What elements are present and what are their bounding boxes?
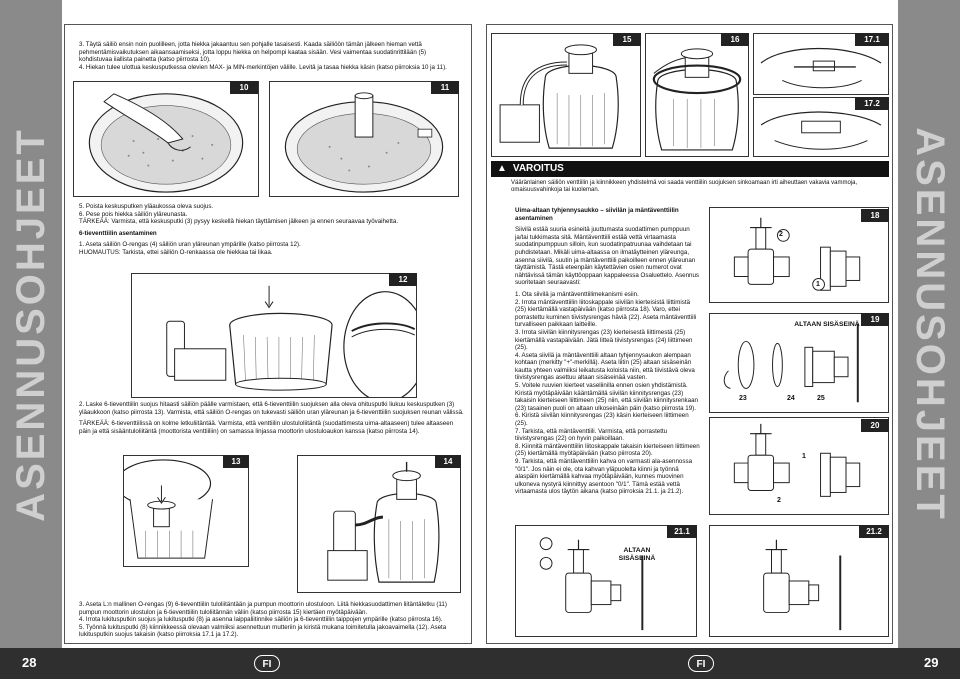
figure-21-1-label: 21.1 bbox=[667, 525, 697, 538]
warning-triangle-icon: ▲ bbox=[497, 163, 507, 174]
warning-text: Vääränlainen säiliön venttiilin ja kiinn… bbox=[511, 180, 858, 194]
side-title-left: ASENNUSOHJEET bbox=[8, 126, 53, 522]
figure-17-1-label: 17.1 bbox=[855, 33, 889, 46]
part-number-25: 25 bbox=[817, 395, 825, 402]
figure-18 bbox=[709, 207, 889, 303]
right-step-2: 2. Irrota mäntäventtiilin liitoskappale … bbox=[515, 298, 697, 329]
right-step-5: 5. Voitele ruuvien kierteet vaseliinilla… bbox=[515, 382, 698, 412]
right-step-3: 3. Irrota siivilän kiinnitysrengas (23) … bbox=[515, 328, 693, 352]
left-top-paragraph-4: 4. Hiekan tulee ulottua keskusputkessa o… bbox=[79, 63, 447, 71]
figure-21-1-drawing bbox=[539, 537, 644, 631]
right-step-1: 1. Ota siivilä ja mäntäventtiilimekanism… bbox=[515, 290, 639, 298]
figure-10-drawing bbox=[88, 93, 244, 193]
right-step-6: 6. Kiristä siivilän kiinnitysrengas (23)… bbox=[515, 412, 689, 428]
figure-16 bbox=[645, 33, 749, 157]
left-top-text: 3. Täytä säiliö ensin noin puolilleen, j… bbox=[79, 41, 459, 71]
figure-11-drawing bbox=[284, 92, 444, 193]
figure-18-drawing bbox=[733, 217, 861, 291]
right-step-7: 7. Tarkista, että mäntäventtiili. Varmis… bbox=[515, 427, 668, 443]
left-top-paragraph-3: 3. Täytä säiliö ensin noin puolilleen, j… bbox=[79, 41, 427, 64]
left-valve-step-1: 1. Aseta säiliön O-rengas (4) säiliön ur… bbox=[79, 241, 301, 249]
right-step-4: 4. Aseta siivilä ja mäntäventtiili altaa… bbox=[515, 351, 695, 382]
right-step-8: 8. Kiinnitä mäntäventtiilin liitoskappal… bbox=[515, 442, 700, 458]
left-bottom-text: 3. Aseta L:n mallinen O-rengas (9) 6-tie… bbox=[79, 601, 464, 639]
part-number-2-fig18: 2 bbox=[779, 231, 783, 238]
callout-altaan-sisaseina-19: ALTAAN SISÄSEINÄ bbox=[794, 321, 860, 328]
figure-14-label: 14 bbox=[435, 455, 461, 468]
page-number-right: 29 bbox=[924, 655, 939, 670]
figure-21-2-label: 21.2 bbox=[859, 525, 889, 538]
right-intro: Siivilä estää suuria esineitä juuttumast… bbox=[515, 226, 700, 287]
figure-20 bbox=[709, 417, 889, 515]
figure-14 bbox=[297, 455, 461, 593]
figure-10 bbox=[73, 81, 259, 197]
warning-banner: ▲ VAROITUS bbox=[491, 161, 889, 177]
figure-18-label: 18 bbox=[861, 209, 889, 222]
side-title-right: ASENNUSOHJEET bbox=[907, 126, 952, 522]
part-number-23: 23 bbox=[739, 395, 747, 402]
left-bottom-step-5: 5. Työnnä lukitusputki (8) kiinnikkeessä… bbox=[79, 623, 447, 639]
figure-19 bbox=[709, 313, 889, 413]
left-page: 3. Täytä säiliö ensin noin puolilleen, j… bbox=[64, 24, 472, 644]
right-text-column: Uima-altaan tyhjennysaukko – siivilän ja… bbox=[515, 207, 701, 496]
part-number-1-fig20: 1 bbox=[802, 453, 806, 460]
figure-11 bbox=[269, 81, 459, 197]
figure-16-drawing bbox=[652, 48, 742, 151]
left-section-heading: 6-tieventtiilin asentaminen bbox=[79, 229, 157, 237]
figure-21-2 bbox=[709, 525, 889, 637]
figure-21-1 bbox=[515, 525, 697, 637]
part-number-24: 24 bbox=[787, 395, 795, 402]
figure-15 bbox=[491, 33, 641, 157]
left-valve-step-2: 2. Laske 6-tieventtiilin suojus hitaasti… bbox=[79, 401, 464, 416]
left-important-2: TÄRKEÄÄ: 6-tieventtiilissä on kolme letk… bbox=[79, 420, 454, 435]
figure-20-label: 20 bbox=[861, 419, 889, 432]
figure-19-drawing bbox=[723, 323, 859, 403]
left-bottom-step-3: 3. Aseta L:n mallinen O-rengas (9) 6-tie… bbox=[79, 601, 447, 616]
figure-12-drawing bbox=[166, 285, 416, 397]
left-step-5: 5. Poista keskusputken yläaukossa oleva … bbox=[79, 203, 214, 210]
figure-17-2-label: 17.2 bbox=[855, 97, 889, 110]
figure-13 bbox=[123, 455, 249, 567]
figure-17-2-drawing bbox=[760, 111, 882, 150]
callout-altaan-sisaseina-21: ALTAAN SISÄSEINÄ bbox=[618, 547, 656, 562]
right-page: 15 16 17.1 bbox=[486, 24, 893, 644]
warning-title: VAROITUS bbox=[512, 163, 564, 174]
figure-10-label: 10 bbox=[230, 81, 258, 94]
left-step-6: 6. Pese pois hiekka säiliön yläreunasta. bbox=[79, 210, 188, 218]
figure-12-label: 12 bbox=[389, 273, 417, 286]
figure-15-drawing bbox=[499, 44, 619, 149]
left-valve-note: HUOMAUTUS: Tarkista, ettei säiliön O-ren… bbox=[79, 248, 273, 256]
figure-13-drawing bbox=[124, 459, 214, 559]
language-badge-right: FI bbox=[688, 655, 714, 672]
right-step-9: 9. Tarkista, että mäntäventtiilin kahva … bbox=[515, 458, 693, 496]
figure-15-label: 15 bbox=[613, 33, 641, 46]
figure-14-drawing bbox=[327, 461, 440, 583]
figure-11-label: 11 bbox=[431, 81, 459, 94]
side-band-right: ASENNUSOHJEET bbox=[898, 0, 960, 648]
figure-19-label: 19 bbox=[861, 313, 889, 326]
left-step2-text: 2. Laske 6-tieventtiilin suojus hitaasti… bbox=[79, 401, 464, 435]
figure-21-2-drawing bbox=[763, 539, 842, 631]
figure-20-drawing bbox=[733, 423, 861, 497]
part-number-1-fig18: 1 bbox=[816, 281, 820, 288]
left-bottom-step-4: 4. Irrota lukitusputkin suojus ja lukitu… bbox=[79, 616, 443, 624]
part-number-2-fig20: 2 bbox=[777, 497, 781, 504]
left-important-1: TÄRKEÄÄ: Varmista, että keskusputki (3) … bbox=[79, 218, 399, 226]
language-badge-left: FI bbox=[254, 655, 280, 672]
page-number-left: 28 bbox=[22, 655, 37, 670]
left-mid-text: 5. Poista keskusputken yläaukossa oleva … bbox=[79, 203, 464, 257]
figure-13-label: 13 bbox=[223, 455, 249, 468]
footer-bar bbox=[0, 648, 960, 679]
right-section-heading: Uima-altaan tyhjennysaukko – siivilän ja… bbox=[515, 207, 679, 222]
figure-17-1-drawing bbox=[760, 47, 882, 89]
figure-12 bbox=[131, 273, 417, 398]
side-band-left: ASENNUSOHJEET bbox=[0, 0, 62, 648]
figure-16-label: 16 bbox=[721, 33, 749, 46]
